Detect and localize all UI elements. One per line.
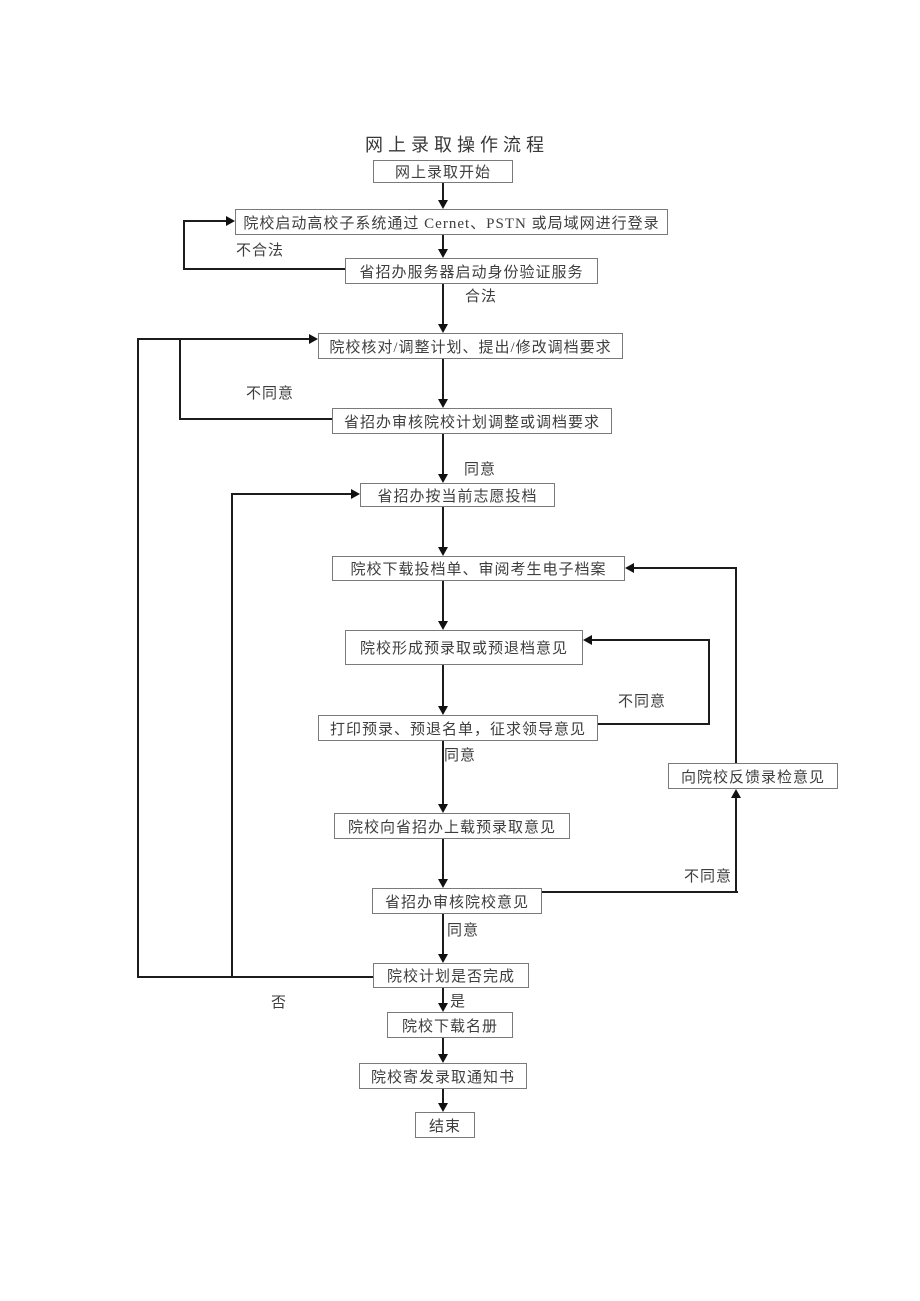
flow-node-plan-done: 院校计划是否完成 [373,963,529,988]
connector-line [442,1038,444,1055]
connector-line [735,567,737,763]
connector-line [591,639,710,641]
arrowhead-down-icon [438,324,448,333]
flow-node-login: 院校启动高校子系统通过 Cernet、PSTN 或局域网进行登录 [235,209,668,235]
arrowhead-down-icon [438,399,448,408]
flow-node-dispatch: 省招办按当前志愿投档 [360,483,555,507]
connector-line [137,338,310,340]
connector-line [598,723,710,725]
arrowhead-down-icon [438,547,448,556]
edge-label-disagree-leader: 不同意 [618,694,667,710]
edge-label-disagree-plan: 不同意 [246,386,295,402]
connector-line [442,914,444,955]
flow-node-review-opinion: 省招办审核院校意见 [372,888,542,914]
arrowhead-down-icon [438,474,448,483]
connector-line [183,220,185,270]
edge-label-illegal: 不合法 [236,243,285,259]
flow-node-auth: 省招办服务器启动身份验证服务 [345,258,598,284]
arrowhead-down-icon [438,879,448,888]
edge-label-agree-leader: 同意 [444,748,477,764]
arrowhead-right-icon [309,334,318,344]
connector-line [231,493,352,495]
flow-node-download-dossier: 院校下载投档单、审阅考生电子档案 [332,556,625,581]
connector-line [442,581,444,622]
arrowhead-down-icon [438,249,448,258]
arrowhead-up-icon [731,789,741,798]
connector-line [183,220,227,222]
flow-node-start: 网上录取开始 [373,160,513,183]
flow-node-review-adjust: 省招办审核院校计划调整或调档要求 [332,408,612,434]
connector-line [442,839,444,880]
edge-label-agree-opinion: 同意 [447,923,480,939]
flow-node-end: 结束 [415,1112,475,1138]
flow-node-upload-opinion: 院校向省招办上载预录取意见 [334,813,570,839]
connector-line [183,268,345,270]
connector-line [137,976,373,978]
connector-line [442,665,444,707]
connector-line [542,891,738,893]
flowchart-title: 网上录取操作流程 [365,135,549,155]
edge-label-agree-plan: 同意 [464,462,497,478]
edge-label-legal: 合法 [465,289,498,305]
edge-label-yes: 是 [450,994,467,1010]
arrowhead-right-icon [351,489,360,499]
connector-line [137,338,139,978]
arrowhead-down-icon [438,954,448,963]
arrowhead-down-icon [438,1003,448,1012]
edge-label-disagree-opinion: 不同意 [684,869,733,885]
arrowhead-left-icon [583,635,592,645]
arrowhead-down-icon [438,804,448,813]
arrowhead-left-icon [625,563,634,573]
connector-line [442,434,444,475]
flow-node-check-plan: 院校核对/调整计划、提出/修改调档要求 [318,333,623,359]
flow-node-form-opinion: 院校形成预录取或预退档意见 [345,630,583,665]
connector-line [442,1089,444,1104]
arrowhead-down-icon [438,1054,448,1063]
flow-node-feedback: 向院校反馈录检意见 [668,763,838,789]
connector-line [179,418,332,420]
connector-line [708,639,710,725]
connector-line [442,359,444,400]
connector-line [442,183,444,201]
flow-node-send-notice: 院校寄发录取通知书 [359,1063,527,1089]
arrowhead-right-icon [226,216,235,226]
arrowhead-down-icon [438,200,448,209]
connector-line [633,567,737,569]
connector-line [179,338,181,420]
connector-line [442,284,444,325]
arrowhead-down-icon [438,706,448,715]
connector-line [442,988,444,1004]
connector-line [442,741,444,805]
edge-label-no: 否 [271,995,288,1011]
flow-node-download-roster: 院校下载名册 [387,1012,513,1038]
arrowhead-down-icon [438,1103,448,1112]
flow-node-print-list: 打印预录、预退名单，征求领导意见 [318,715,598,741]
connector-line [735,797,737,893]
connector-line [231,493,233,978]
connector-line [442,507,444,548]
arrowhead-down-icon [438,621,448,630]
connector-line [442,235,444,250]
